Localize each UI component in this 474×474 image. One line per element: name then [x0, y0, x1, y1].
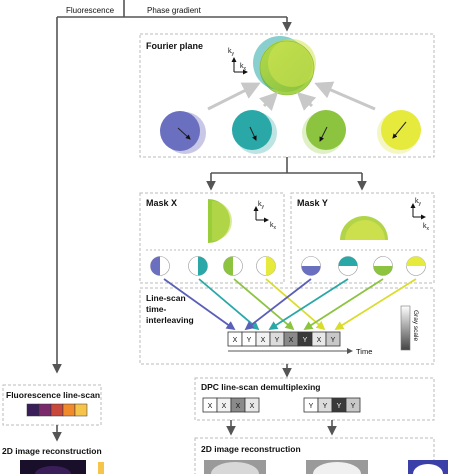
- cell-7: X: [317, 337, 322, 344]
- fluorescence-branch-label: Fluorescence: [66, 6, 115, 15]
- mask-y-kx-label: kx: [423, 223, 430, 232]
- mask-y-title: Mask Y: [297, 198, 328, 208]
- demux-panel: DPC line-scan demultiplexing X X X X Y Y…: [194, 377, 435, 421]
- fluor-colorbar: [98, 462, 104, 474]
- recon-title: 2D image reconstruction: [201, 444, 301, 454]
- gray-scale-label: Gray scale: [412, 310, 419, 341]
- convergence-arrows: [207, 81, 376, 111]
- fluorescence-linescan-title: Fluorescence line-scan: [6, 390, 100, 400]
- mask-x-kx-label: kx: [270, 222, 277, 231]
- mask-y-panel: Mask Y ky kx: [290, 192, 435, 284]
- interleaving-title-3: interleaving: [146, 315, 194, 325]
- interleave-sequence: X Y X Y X Y X Y: [227, 331, 341, 347]
- demux-title: DPC line-scan demultiplexing: [201, 382, 321, 392]
- demux-x-cell-2: X: [222, 403, 227, 410]
- fourier-pupil-superposition: [253, 36, 316, 96]
- demux-x-cell-1: X: [208, 403, 213, 410]
- kx-label: kx: [240, 63, 247, 72]
- demux-y-cell-4: Y: [351, 403, 356, 410]
- fluor-recon-title: 2D image reconstruction: [2, 446, 102, 456]
- cell-1: X: [233, 337, 238, 344]
- branch-lines: [52, 0, 292, 374]
- interleave-arrows: [163, 278, 417, 331]
- demux-x-cell-3: X: [236, 403, 241, 410]
- cell-4: Y: [275, 337, 280, 344]
- mask-x-panel: Mask X ky kx: [139, 192, 285, 284]
- mask-y-thumbnails: [301, 256, 426, 276]
- interleaving-title-1: Line-scan: [146, 293, 186, 303]
- gray-scale-bar: [400, 305, 411, 351]
- cell-6: Y: [303, 337, 308, 344]
- mask-x-thumbnails: [150, 256, 276, 276]
- demux-y-cell-1: Y: [309, 403, 314, 410]
- interleaving-title-2: time-: [146, 304, 166, 314]
- fluorescence-linescan-panel: Fluorescence line-scan: [2, 384, 102, 426]
- reconstruction-panel: 2D image reconstruction: [194, 437, 448, 474]
- time-label: Time: [356, 347, 372, 356]
- ky-label: ky: [228, 48, 235, 57]
- pupil-teal: [232, 110, 277, 154]
- mask-split-arrows: [206, 157, 367, 191]
- pupil-yellow: [377, 110, 421, 154]
- interleaving-panel: Line-scan time- interleaving X Y X: [139, 278, 435, 365]
- cell-5: X: [289, 337, 294, 344]
- mask-x-title: Mask X: [146, 198, 177, 208]
- demux-y-cell-2: Y: [323, 403, 328, 410]
- mask-x-ky-label: ky: [258, 201, 265, 210]
- phase-branch-label: Phase gradient: [147, 6, 202, 15]
- demux-x-cell-4: X: [250, 403, 255, 410]
- recon-arrows: [226, 420, 337, 436]
- mask-y-ky-label: ky: [415, 198, 422, 207]
- fluorescence-pixel-strip: [26, 403, 88, 417]
- cell-2: Y: [247, 337, 252, 344]
- cell-3: X: [261, 337, 266, 344]
- fourier-plane-panel: Fourier plane ky kx: [139, 33, 435, 158]
- fourier-plane-title: Fourier plane: [146, 41, 203, 51]
- kxky-axes-icon: [231, 57, 248, 75]
- pupil-purple: [160, 111, 206, 154]
- demux-y-cell-3: Y: [337, 403, 342, 410]
- pupil-lightgreen: [302, 110, 346, 154]
- cell-8: Y: [331, 337, 336, 344]
